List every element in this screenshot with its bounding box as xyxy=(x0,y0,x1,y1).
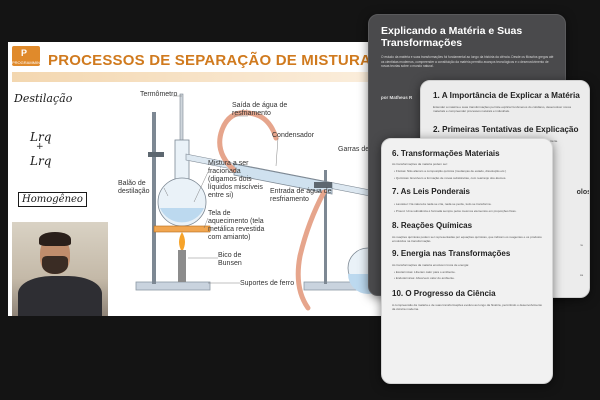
section-text-1: Entender a matéria e suas transformações… xyxy=(433,105,572,114)
burner-flame xyxy=(179,232,185,252)
label-suportes: Suportes de ferro xyxy=(240,280,295,287)
cover-title: Explicando a Matéria e Suas Transformaçõ… xyxy=(381,25,523,49)
handwriting-plus: + xyxy=(36,142,44,152)
brand-logo: P PROGRAMMING xyxy=(12,46,44,66)
label-mistura: Mistura a ser fracionada (digamos dois l… xyxy=(208,160,263,199)
hose-loop xyxy=(251,111,279,141)
handwriting-lrq-2: Lrq xyxy=(30,154,52,168)
peek-text-le: le xyxy=(580,243,583,247)
water-inlet-hose xyxy=(295,189,327,311)
section-heading-8: 8. Reações Químicas xyxy=(392,221,473,230)
section-heading-1: 1. A Importância de Explicar a Matéria xyxy=(433,91,580,100)
support-rod-left xyxy=(152,112,156,284)
logo-mark: P xyxy=(21,48,28,58)
slide-title: PROCESSOS DE SEPARAÇÃO DE MISTURAS xyxy=(48,52,382,69)
clamp-right xyxy=(314,182,332,188)
document-card-sections-6-10[interactable]: 6. Transformações Materiais As transform… xyxy=(381,138,553,384)
base-plate-left xyxy=(135,281,211,291)
presenter-hair xyxy=(39,232,71,246)
label-termometro: Termômetro xyxy=(140,91,178,98)
bullet-6a: • Físicas: Não alteram a composição quím… xyxy=(394,169,507,173)
heating-mesh xyxy=(153,225,211,233)
section-text-9: As transformações da matéria envolvem tr… xyxy=(392,263,470,267)
section-heading-7: 7. As Leis Ponderais xyxy=(392,187,470,196)
water-outlet-hose xyxy=(217,110,257,173)
section-text-8: As reações químicas podem ser representa… xyxy=(392,235,542,244)
label-tela-aquecimento: Tela de aquecimento (tela metálica reves… xyxy=(208,210,265,241)
section-heading-6: 6. Transformações Materiais xyxy=(392,149,500,158)
presenter-body xyxy=(18,276,102,316)
cover-paragraph: O estudo da matéria e suas transformaçõe… xyxy=(381,55,554,69)
bullet-9a: • Exotérmicas: Liberam calor para o ambi… xyxy=(394,270,456,274)
cover-author: por Matheus R xyxy=(381,95,413,100)
handwriting-destilacao: Destilação xyxy=(14,92,73,105)
distillation-apparatus-diagram xyxy=(135,93,384,311)
section-heading-2: 2. Primeiras Tentativas de Explicação xyxy=(433,125,579,134)
bullet-9b: • Endotérmicas: Absorvem calor do ambien… xyxy=(394,276,455,280)
peek-text-ca: ca xyxy=(579,273,583,277)
clamp-left xyxy=(148,152,164,157)
bullet-7b: • Proust: Uma substância é formada sempr… xyxy=(394,209,517,213)
label-garras: Garras de fer xyxy=(338,146,380,153)
bullet-6b: • Químicas: Envolvem a formação de novas… xyxy=(394,176,507,180)
bullet-7a: • Lavoisier: Na natureza nada se cria, n… xyxy=(394,202,492,206)
logo-name: PROGRAMMING xyxy=(12,60,44,65)
section-text-10: A compreensão da matéria e de suas trans… xyxy=(392,303,543,312)
section-heading-10: 10. O Progresso da Ciência xyxy=(392,289,496,298)
title-underline xyxy=(12,72,384,82)
peek-heading-olos: olos xyxy=(576,189,590,196)
label-condensador: Condensador xyxy=(272,132,315,139)
webcam-feed xyxy=(12,222,108,316)
label-saida-agua: Saída de água de resfriamento xyxy=(232,102,288,117)
section-text-6: As transformações da matéria podem ser: xyxy=(392,162,448,166)
presenter-beard xyxy=(42,256,68,274)
handwriting-lrq-1: Lrq xyxy=(30,130,52,144)
label-balao: Balão de destilação xyxy=(118,180,150,195)
bunsen-burner xyxy=(178,250,186,282)
label-entrada-agua: Entrada de água de resfriamento xyxy=(270,188,332,203)
flask-liquid xyxy=(160,208,204,223)
section-heading-9: 9. Energia nas Transformações xyxy=(392,249,511,258)
handwriting-homogeneo: Homogêneo xyxy=(18,192,87,207)
label-bico-bunsen: Bico de Bunsen xyxy=(218,252,242,267)
support-rod-right xyxy=(324,170,327,284)
